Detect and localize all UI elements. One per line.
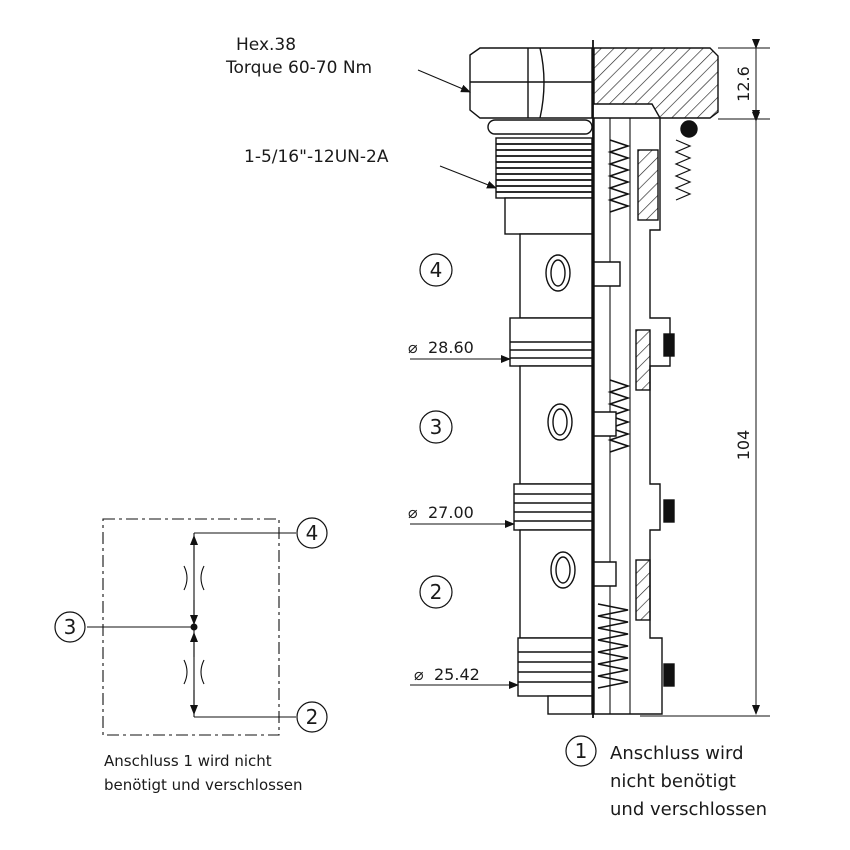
note-right-line3: und verschlossen — [610, 799, 767, 820]
diam-1: 28.60 — [428, 338, 474, 357]
diam-symbol-2: ⌀ — [408, 503, 418, 522]
hex-section — [593, 47, 719, 119]
diam-3: 25.42 — [434, 665, 480, 684]
schematic-port-circles — [54, 517, 328, 733]
dimension-lines — [640, 39, 770, 717]
spring-upper — [607, 139, 631, 213]
spring-lower — [597, 603, 629, 689]
port-2-label: 2 — [430, 580, 443, 604]
dim-length: 104 — [734, 430, 753, 461]
hex-nut — [469, 47, 593, 119]
schematic-junction — [190, 623, 198, 631]
cartridge-exterior — [469, 47, 593, 715]
port-4-label: 4 — [430, 258, 443, 282]
callout-hex: Hex.38 — [236, 35, 296, 55]
note-right-line2: nicht benötigt — [610, 771, 736, 792]
diam-symbol-3: ⌀ — [414, 665, 424, 684]
cartridge-section — [593, 47, 719, 715]
diam-2: 27.00 — [428, 503, 474, 522]
schematic-port-3: 3 — [64, 615, 77, 639]
note-left-line2: benötigt und verschlossen — [104, 776, 303, 794]
port-labels — [419, 253, 453, 609]
port-1-label: 1 — [575, 739, 588, 763]
o-ring — [487, 119, 593, 135]
callout-torque: Torque 60-70 Nm — [225, 58, 372, 78]
schematic-port-2: 2 — [306, 705, 319, 729]
port-3-label: 3 — [430, 415, 443, 439]
callout-thread: 1-5/16"-12UN-2A — [244, 147, 389, 167]
dim-top: 12.6 — [734, 66, 753, 102]
diameter-leaders — [410, 355, 519, 689]
port-1-circle — [565, 735, 597, 767]
callout-leaders — [417, 69, 497, 189]
note-left-line1: Anschluss 1 wird nicht — [104, 752, 272, 770]
thread-region — [495, 137, 593, 199]
schematic-port-4: 4 — [306, 521, 319, 545]
diam-symbol-1: ⌀ — [408, 338, 418, 357]
note-right-line1: Anschluss wird — [610, 743, 744, 764]
